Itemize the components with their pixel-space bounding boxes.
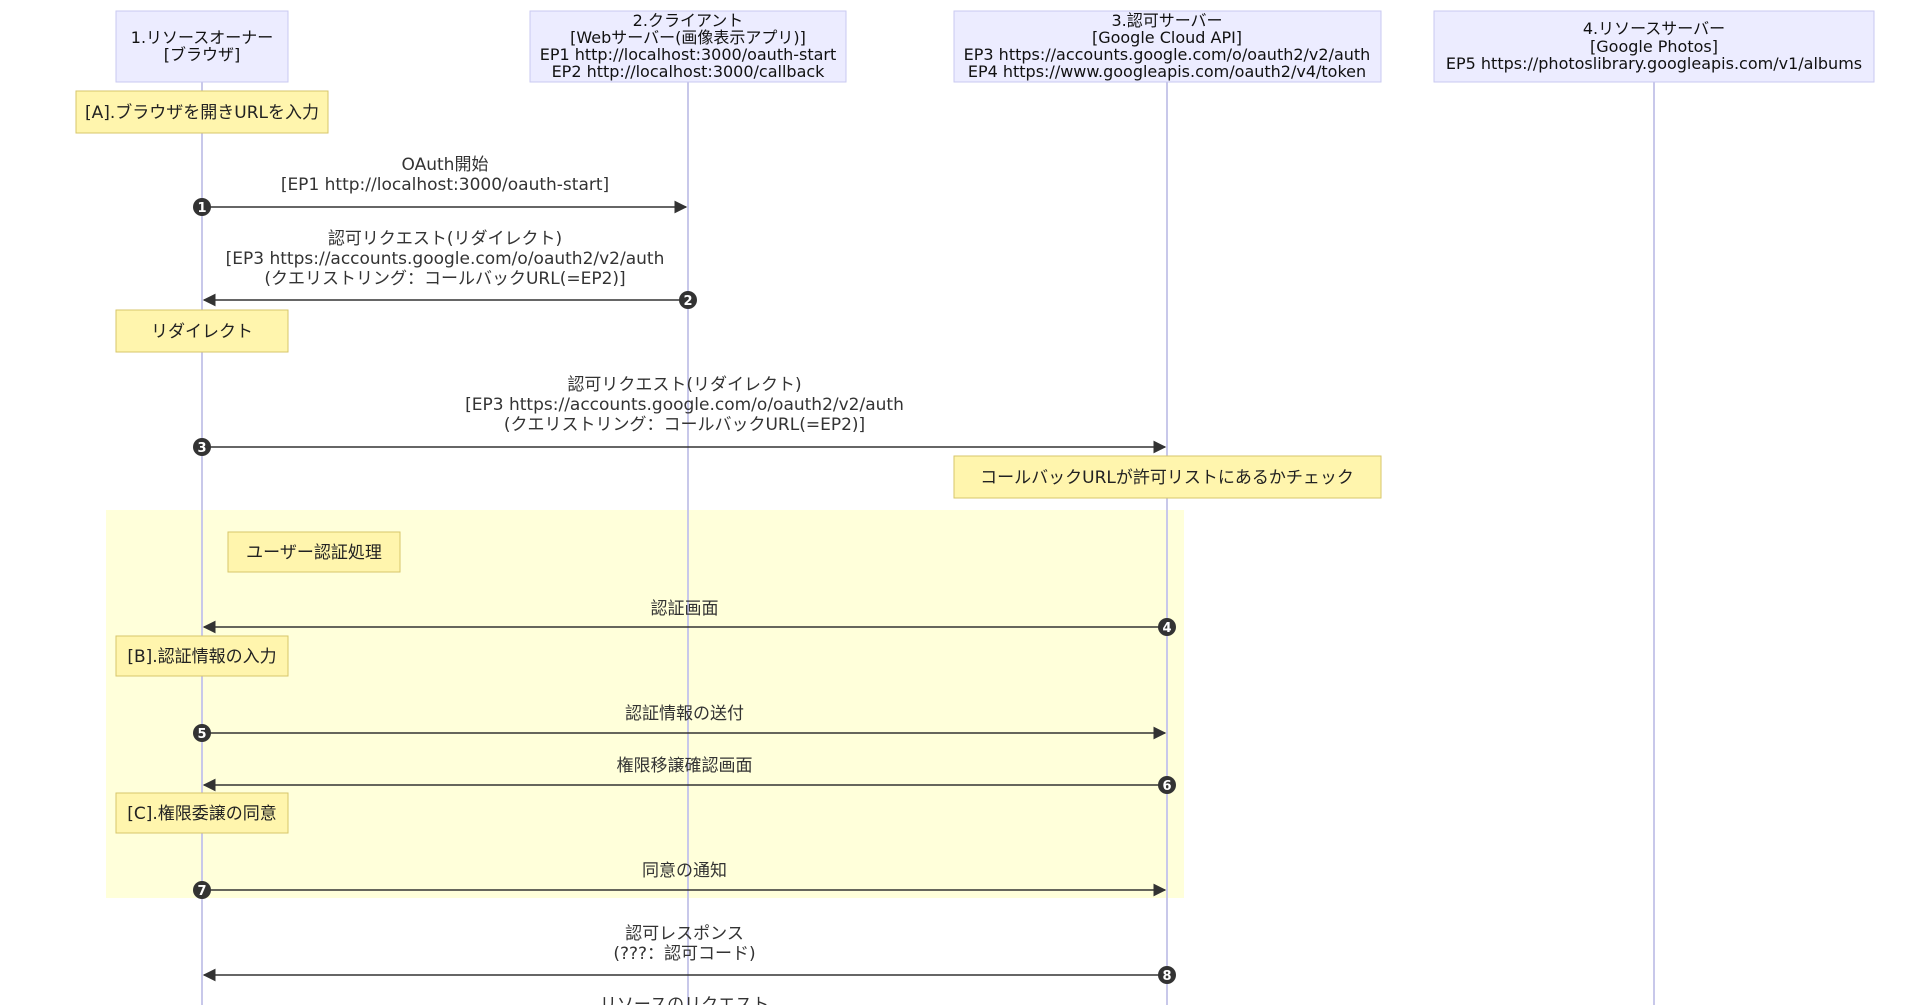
message-8: 認可レスポンス(???：認可コード) 8	[202, 924, 1176, 984]
sequence-number-text: 3	[197, 441, 206, 456]
sequence-number-badge	[193, 881, 211, 899]
message-8-label-1: 認可レスポンス	[625, 924, 744, 944]
note-user-auth: ユーザー認証処理	[227, 531, 401, 573]
message-4-label-1: 認証画面	[651, 599, 719, 619]
message-3-label-3: (クエリストリング：コールバックURL(=EP2)]	[504, 415, 865, 435]
actor-client-line-1: 2.クライアント	[633, 11, 744, 30]
actor-resource-server-line-2: [Google Photos]	[1590, 37, 1718, 56]
message-7: 同意の通知 7	[193, 861, 1167, 899]
sequence-number-text: 6	[1162, 779, 1171, 794]
actor-client-line-2: [Webサーバー(画像表示アプリ)]	[570, 28, 806, 47]
actor-authorization-server-line-3: EP3 https://accounts.google.com/o/oauth2…	[964, 45, 1371, 64]
note-redirect-text: リダイレクト	[151, 322, 253, 342]
message-3: 認可リクエスト(リダイレクト)[EP3 https://accounts.goo…	[193, 375, 1167, 456]
actor-resource-owner-line-2: [ブラウザ]	[164, 45, 241, 64]
message-2-label-1: 認可リクエスト(リダイレクト)	[328, 229, 562, 249]
actor-resource-owner-line-1: 1.リソースオーナー	[131, 28, 273, 47]
actor-client: 2.クライアント [Webサーバー(画像表示アプリ)] EP1 http://l…	[529, 10, 847, 83]
sequence-number-text: 1	[197, 201, 206, 216]
message-8-label-2: (???：認可コード)	[613, 944, 755, 964]
message-9-label-1: リソースのリクエスト	[600, 995, 769, 1005]
sequence-number-badge	[679, 291, 697, 309]
message-1-label-1: OAuth開始	[402, 155, 489, 175]
message-2-label-3: (クエリストリング：コールバックURL(=EP2)]	[264, 269, 625, 289]
note-credentials-input: [B].認証情報の入力	[115, 635, 289, 677]
sequence-number-badge	[193, 438, 211, 456]
actor-authorization-server-line-1: 3.認可サーバー	[1111, 11, 1222, 30]
message-6-label-1: 権限移譲確認画面	[617, 756, 753, 776]
note-credentials-input-text: [B].認証情報の入力	[127, 647, 276, 667]
messages: OAuth開始[EP1 http://localhost:3000/oauth-…	[193, 155, 1176, 1005]
note-open-browser-text: [A].ブラウザを開きURLを入力	[85, 102, 319, 123]
note-open-browser: [A].ブラウザを開きURLを入力	[75, 90, 329, 134]
note-consent-text: [C].権限委譲の同意	[127, 804, 277, 824]
message-5: 認証情報の送付 5	[193, 704, 1167, 742]
note-redirect: リダイレクト	[115, 309, 289, 353]
actor-resource-owner: 1.リソースオーナー [ブラウザ]	[115, 10, 289, 83]
sequence-number-text: 8	[1162, 969, 1171, 984]
note-callback-check: コールバックURLが許可リストにあるかチェック	[953, 455, 1382, 499]
actor-resource-server-line-1: 4.リソースサーバー	[1583, 19, 1725, 38]
message-1-label-2: [EP1 http://localhost:3000/oauth-start]	[281, 175, 609, 195]
message-7-label-1: 同意の通知	[642, 861, 727, 881]
sequence-number-badge	[1158, 618, 1176, 636]
message-5-label-1: 認証情報の送付	[625, 704, 744, 724]
message-3-label-2: [EP3 https://accounts.google.com/o/oauth…	[465, 395, 904, 415]
note-user-auth-text: ユーザー認証処理	[246, 543, 382, 563]
actor-client-line-4: EP2 http://localhost:3000/callback	[552, 62, 826, 81]
actor-client-line-3: EP1 http://localhost:3000/oauth-start	[540, 45, 837, 64]
message-3-label-1: 認可リクエスト(リダイレクト)	[567, 375, 801, 395]
message-9: リソースのリクエスト	[600, 995, 769, 1005]
actor-resource-server-line-3: EP5 https://photoslibrary.googleapis.com…	[1446, 54, 1862, 73]
sequence-number-badge	[1158, 966, 1176, 984]
actor-resource-server: 4.リソースサーバー [Google Photos] EP5 https://p…	[1433, 10, 1875, 83]
message-2-label-2: [EP3 https://accounts.google.com/o/oauth…	[226, 249, 665, 269]
actor-authorization-server: 3.認可サーバー [Google Cloud API] EP3 https://…	[953, 10, 1382, 83]
message-2: 認可リクエスト(リダイレクト)[EP3 https://accounts.goo…	[202, 229, 697, 309]
sequence-number-badge	[193, 724, 211, 742]
actor-authorization-server-line-4: EP4 https://www.googleapis.com/oauth2/v4…	[968, 62, 1366, 81]
sequence-number-text: 4	[1162, 621, 1171, 636]
actor-authorization-server-line-2: [Google Cloud API]	[1092, 28, 1242, 47]
sequence-number-text: 7	[197, 884, 206, 899]
message-6: 権限移譲確認画面 6	[202, 756, 1176, 794]
sequence-number-badge	[1158, 776, 1176, 794]
sequence-number-badge	[193, 198, 211, 216]
note-consent: [C].権限委譲の同意	[115, 792, 289, 834]
sequence-number-text: 2	[683, 294, 692, 309]
message-1: OAuth開始[EP1 http://localhost:3000/oauth-…	[193, 155, 688, 216]
sequence-number-text: 5	[197, 727, 206, 742]
message-4: 認証画面 4	[202, 599, 1176, 636]
note-callback-check-text: コールバックURLが許可リストにあるかチェック	[980, 468, 1354, 488]
